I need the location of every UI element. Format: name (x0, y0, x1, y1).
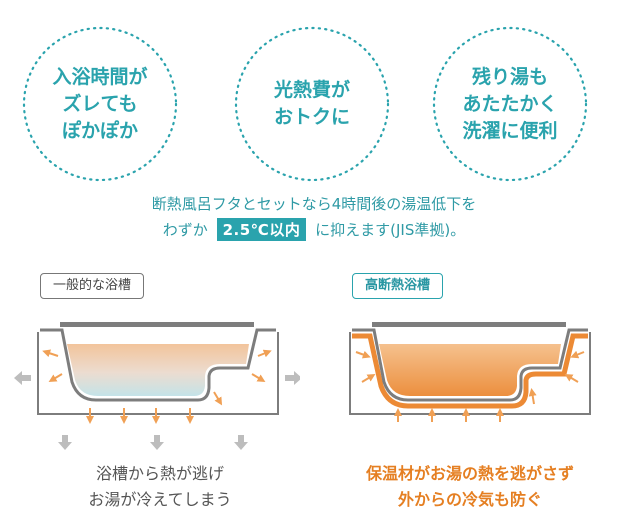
tub-water (67, 344, 249, 396)
caption-line: 保温材がお湯の熱を逃がさず (365, 464, 574, 483)
highlight-badge: 2.5℃以内 (216, 218, 307, 241)
badge-utility-cost: 光熱費が おトクに (232, 24, 392, 184)
caption-line: 外からの冷気も防ぐ (397, 490, 542, 509)
general-tub-diagram (14, 322, 300, 450)
badge-line: 洗濯に便利 (462, 119, 558, 142)
dotted-circle-icon (432, 26, 588, 182)
badge-laundry: 残り湯も あたたかく 洗濯に便利 (430, 24, 590, 184)
description-text: に抑えます(JIS準拠)。 (315, 221, 466, 239)
heat-loss-arrows (42, 349, 272, 424)
badge-bathing-time: 入浴時間が ズレても ぽかぽか (20, 24, 180, 184)
tub-box (37, 332, 279, 415)
tub-shell (352, 328, 588, 402)
description-line-2: わずか 2.5℃以内 に抑えます(JIS準拠)。 (0, 218, 628, 241)
caption-line: お湯が冷えてしまう (88, 490, 232, 509)
tub-rim (60, 322, 254, 327)
badge-line: 入浴時間が (52, 65, 148, 88)
badge-line: 残り湯も (471, 65, 548, 88)
description-text: わずか (162, 221, 208, 239)
badge-line: ズレても (62, 92, 138, 115)
cold-air-blocked-arrows (355, 350, 585, 422)
insulated-tub-diagram (349, 322, 591, 422)
badge-line: おトクに (273, 106, 350, 128)
tub-water (379, 344, 561, 396)
dotted-circle-icon (22, 26, 178, 182)
insulated-tub-label: 高断熱浴槽 (352, 273, 444, 299)
tub-rim (372, 322, 566, 327)
insulated-tub-caption: 保温材がお湯の熱を逃がさず 外からの冷気も防ぐ (330, 461, 610, 513)
description-text: 断熱風呂フタとセットなら4時間後の湯温低下を (151, 195, 477, 213)
badge-line: ぽかぽか (61, 119, 138, 142)
badge-line: あたたかく (462, 92, 558, 115)
tub-shell (40, 328, 276, 402)
general-tub-caption: 浴槽から熱が逃げ お湯が冷えてしまう (40, 461, 280, 513)
insulation-layer (352, 333, 588, 409)
caption-line: 浴槽から熱が逃げ (95, 464, 224, 483)
badge-line: 光熱費が (273, 79, 350, 101)
tub-box (349, 332, 591, 415)
general-tub-label: 一般的な浴槽 (40, 273, 145, 299)
description-line-1: 断熱風呂フタとセットなら4時間後の湯温低下を (0, 193, 628, 214)
cold-air-arrows (14, 371, 300, 450)
dotted-circle-icon (234, 26, 390, 182)
